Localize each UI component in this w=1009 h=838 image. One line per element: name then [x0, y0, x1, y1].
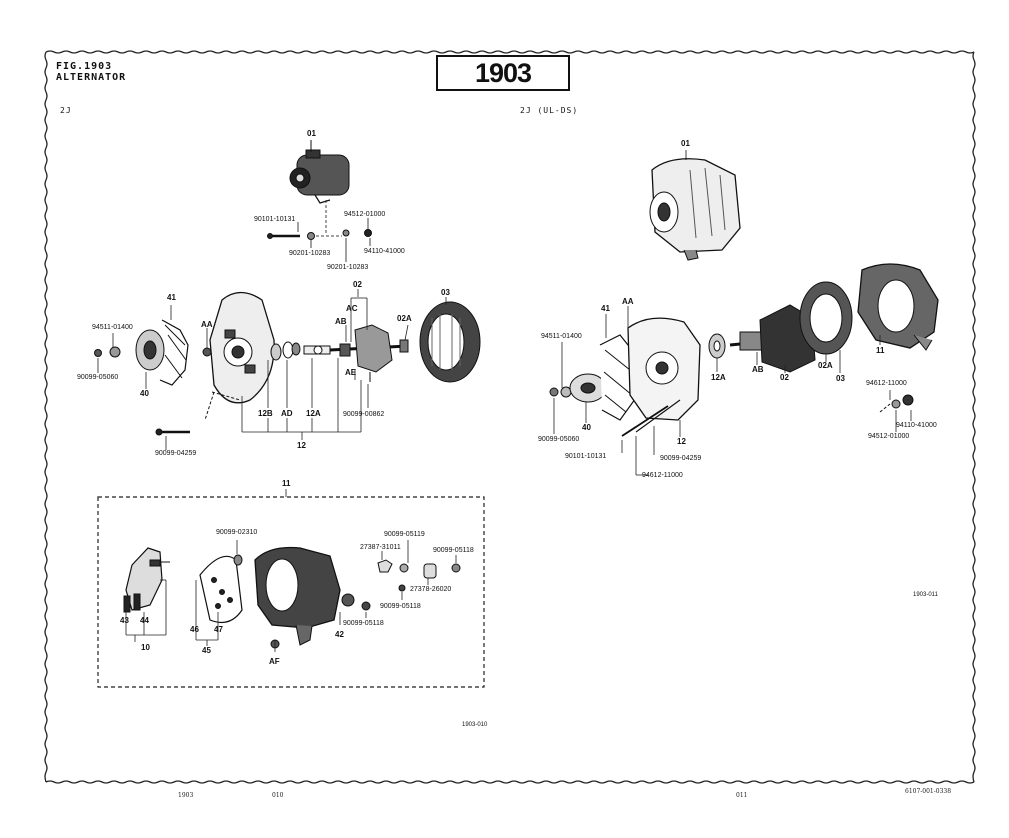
figure-number: 1903	[474, 58, 532, 88]
figure-caption: FIG.1903 ALTERNATOR	[56, 61, 127, 83]
part-label: 12	[297, 441, 306, 450]
part-label: 02A	[397, 314, 412, 323]
part-label: 02A	[818, 361, 833, 370]
part-label: 10	[141, 643, 150, 652]
part-label: 94110-41000	[896, 422, 937, 429]
part-label: AB	[335, 317, 347, 326]
part-label: 12A	[711, 373, 726, 382]
part-label: 03	[441, 288, 450, 297]
part-label: AD	[281, 409, 293, 418]
part-label: 02	[353, 280, 362, 289]
footer-page-ref: 010	[272, 792, 284, 799]
figure-code: FIG.1903	[56, 61, 113, 72]
part-label: 02	[780, 373, 789, 382]
part-label: 90099-02310	[216, 529, 258, 536]
part-label: 47	[214, 625, 223, 634]
part-label: 44	[140, 616, 149, 625]
part-label: 40	[140, 389, 149, 398]
part-label: AA	[201, 320, 213, 329]
part-label: 46	[190, 625, 199, 634]
mounting-bolt-row	[267, 200, 372, 262]
part-label: 90099-05118	[380, 603, 421, 610]
part-label: 11	[282, 479, 291, 488]
drawing-id: 1903-011	[913, 592, 938, 598]
part-label: 90099-05060	[538, 436, 580, 443]
part-label: 90099-00862	[343, 411, 385, 418]
alternator-assembly-drawing	[289, 140, 350, 204]
part-label: 42	[335, 630, 344, 639]
part-label: 12A	[306, 409, 321, 418]
part-label: 11	[876, 346, 885, 355]
part-label: 40	[582, 423, 591, 432]
part-label: 90099-04259	[660, 455, 702, 462]
part-label: 94512-01000	[344, 211, 386, 218]
part-label: 27378-26020	[410, 586, 452, 593]
part-label: 45	[202, 646, 211, 655]
leader-lines-right	[553, 306, 912, 476]
stator-drawing	[419, 301, 481, 383]
part-label: 90201-10283	[289, 250, 331, 257]
part-label: AF	[269, 657, 280, 666]
part-label: 43	[120, 616, 129, 625]
drive-end-frame-drawing	[204, 291, 275, 421]
part-label: 90101-10131	[254, 216, 296, 223]
part-label: AC	[346, 304, 358, 313]
part-label: 90201-10283	[327, 264, 369, 271]
part-label: 94612-11000	[642, 472, 683, 479]
part-label: 41	[167, 293, 176, 302]
part-label: 90099-05118	[343, 620, 384, 627]
part-label: 90099-04259	[155, 450, 197, 457]
drawing-id: 1903-010	[462, 722, 488, 728]
part-label: 94512-01000	[868, 433, 910, 440]
part-label: AB	[752, 365, 764, 374]
part-label: 94110-41000	[364, 248, 405, 255]
pulley-fan-drawing	[94, 319, 212, 386]
part-label: 03	[836, 374, 845, 383]
part-label: 01	[681, 139, 690, 148]
part-label: 94511-01400	[541, 333, 582, 340]
figure-number-box: 1903	[436, 55, 570, 91]
leader-lines-left	[97, 289, 447, 450]
part-label: 41	[601, 304, 610, 313]
part-label: 90099-05119	[384, 531, 425, 538]
part-label: 27387-31011	[360, 544, 401, 551]
right-model-label: 2J (UL-DS)	[520, 106, 579, 115]
part-label: 94511-01400	[92, 324, 133, 331]
part-label: 12	[677, 437, 686, 446]
part-label: AE	[345, 368, 357, 377]
part-label: 90101-10131	[565, 453, 607, 460]
part-label: 12B	[258, 409, 273, 418]
part-label: 90099-05118	[433, 547, 474, 554]
bearing-washer-set	[270, 341, 331, 361]
figure-title: ALTERNATOR	[56, 71, 127, 83]
right-alternator-drawing	[649, 150, 741, 261]
part-label: 90099-05060	[77, 374, 119, 381]
leader-lines-inset	[125, 540, 457, 652]
right-exploded-drawing	[549, 263, 939, 437]
left-model-label: 2J	[60, 106, 72, 115]
rotor-drawing	[329, 324, 409, 382]
part-label: 94612-11000	[866, 380, 907, 387]
through-bolt-drawing	[155, 428, 190, 436]
part-label: AA	[622, 297, 634, 306]
outer-border	[45, 50, 975, 54]
footer-page-ref: 011	[736, 792, 748, 799]
footer-page-ref: 1903	[178, 792, 194, 799]
footer-doc-code: 6107-001-0338	[905, 788, 952, 795]
inset-dashed-box	[97, 496, 485, 688]
part-label: 01	[307, 129, 316, 138]
inset-drawings	[123, 546, 461, 649]
